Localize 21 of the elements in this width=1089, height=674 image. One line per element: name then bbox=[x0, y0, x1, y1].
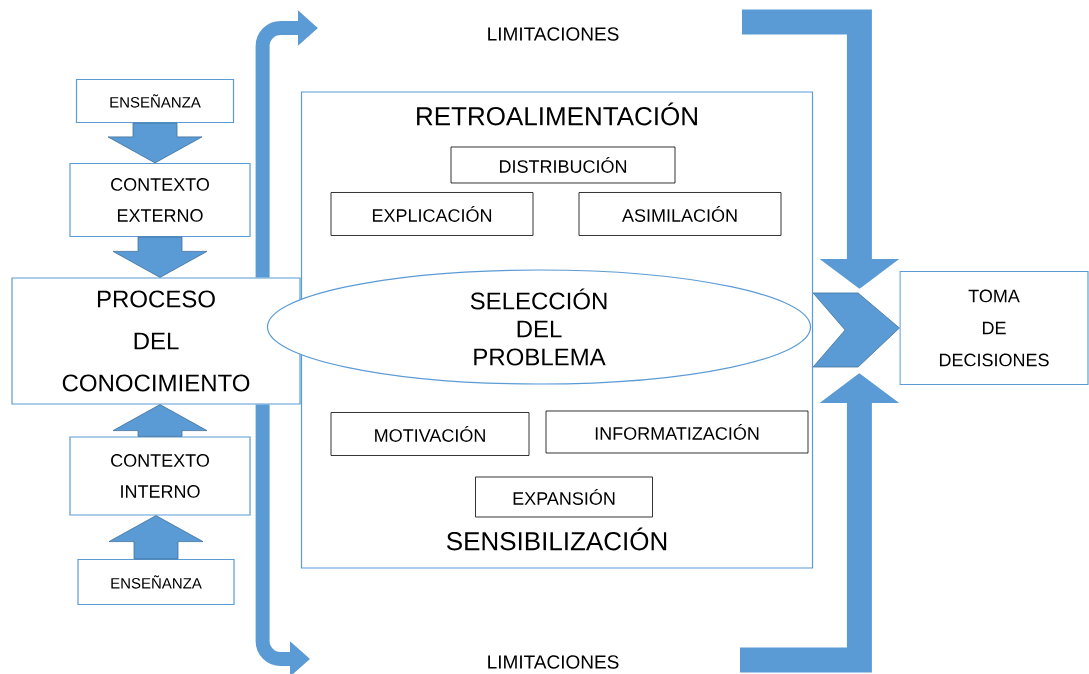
concept-box: DISTRIBUCIÓN bbox=[450, 146, 676, 184]
block-arrow bbox=[108, 515, 204, 560]
block-arrow bbox=[107, 122, 203, 164]
process-box: PROCESO DEL CONOCIMIENTO bbox=[11, 277, 301, 405]
process-box: ENSEÑANZA bbox=[75, 78, 235, 124]
process-box: CONTEXTO EXTERNO bbox=[69, 162, 251, 238]
block-arrow bbox=[112, 404, 208, 437]
limit-label: LIMITACIONES bbox=[488, 655, 619, 669]
block-arrow bbox=[112, 236, 208, 278]
chevron-arrow bbox=[812, 292, 900, 368]
process-box: ENSEÑANZA bbox=[77, 558, 235, 606]
concept-box: ASIMILACIÓN bbox=[578, 192, 782, 236]
concept-box: EXPLICACIÓN bbox=[330, 192, 534, 236]
concept-box: INFORMATIZACIÓN bbox=[545, 410, 809, 454]
panel-heading: SENSIBILIZACIÓN bbox=[446, 527, 667, 551]
process-box: CONTEXTO INTERNO bbox=[69, 436, 251, 516]
process-box: TOMA DE DECISIONES bbox=[899, 270, 1089, 386]
concept-box: MOTIVACIÓN bbox=[330, 412, 530, 456]
panel-heading: RETROALIMENTACIÓN bbox=[417, 102, 697, 126]
concept-box: EXPANSIÓN bbox=[475, 476, 653, 518]
limit-label: LIMITACIONES bbox=[488, 27, 619, 41]
